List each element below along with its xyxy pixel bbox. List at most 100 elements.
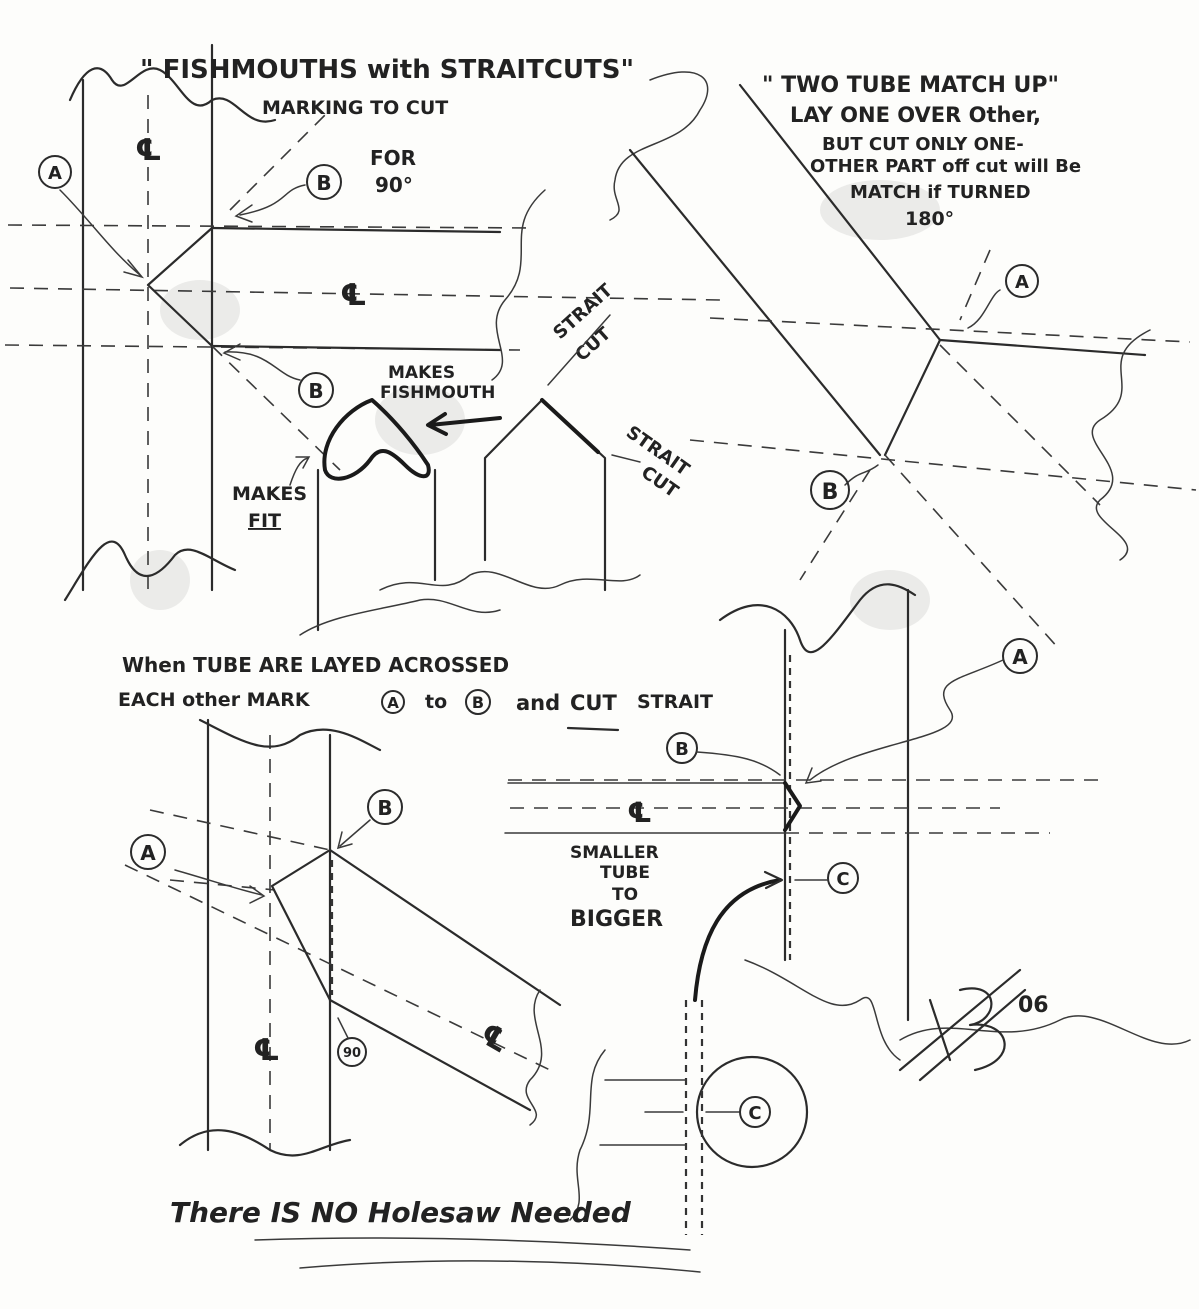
br-label-b-circle — [666, 732, 698, 764]
makes-fit-line2: FIT — [248, 510, 281, 532]
horizontal-tube-top-wall — [7, 224, 536, 229]
across-label-a-circle — [381, 690, 405, 714]
label-b: B — [316, 171, 331, 195]
label-b-right-circle — [810, 470, 850, 510]
label-b-right: B — [822, 480, 839, 505]
detail-label-c-circle — [739, 1096, 771, 1128]
br-centerline: ℄ — [627, 796, 652, 829]
bl-label-90: 90 — [343, 1046, 361, 1061]
bl-diag-break — [525, 989, 543, 1126]
across-line2-a: EACH other MARK — [118, 689, 311, 711]
bl-label-a-circle — [130, 834, 166, 870]
label-b2-circle — [298, 372, 334, 408]
diag-dash-continuation-1 — [939, 344, 1101, 506]
across-line2-b: to — [425, 691, 447, 713]
smudge-2 — [375, 385, 465, 455]
br-wave-right — [899, 1015, 1191, 1045]
makes-fishmouth-arrow-head — [426, 412, 448, 436]
strait-cut-edge — [540, 398, 600, 454]
for-90-line1: FOR — [370, 146, 416, 170]
cut-underline — [566, 726, 620, 732]
arrow-a-right — [967, 289, 1001, 329]
makes-fishmouth-line1: MAKES — [388, 363, 455, 383]
label-a-right-circle — [1005, 264, 1039, 298]
makes-fit-arrow-head — [295, 456, 311, 469]
horizontal-tube-bottom-wall — [4, 344, 521, 351]
two-tube-break — [1091, 329, 1151, 561]
br-curve-arrow-head — [763, 870, 784, 890]
bl-arrow-a — [174, 869, 263, 896]
for-90-line2: 90° — [375, 173, 413, 197]
across-line2-c: and — [516, 691, 560, 715]
br-label-a-circle — [1002, 638, 1038, 674]
bl-diag-tube-top-dash — [149, 809, 331, 851]
diag-dash-upper — [959, 249, 991, 321]
two-tube-title: " TWO TUBE MATCH UP" — [762, 73, 1059, 98]
signature: 06 — [898, 968, 1049, 1082]
lay-line5: 180° — [905, 208, 954, 230]
footer-note: There IS NO Holesaw Needed — [170, 1196, 632, 1229]
arrow-b-upper — [239, 184, 306, 216]
middle-wave — [299, 598, 501, 636]
arrow-b-lower-head — [222, 343, 241, 361]
label-a: A — [48, 163, 62, 184]
detail-break — [569, 1049, 606, 1221]
fishmouth-subtitle: MARKING TO CUT — [262, 97, 448, 119]
across-label-a: A — [387, 694, 399, 712]
diag-dash-lower — [799, 469, 871, 581]
makes-fit-arrow — [289, 457, 309, 486]
strait-cut-1-arrow — [547, 314, 611, 386]
smaller-line1: SMALLER — [570, 843, 659, 863]
horizontal-tube-bottom-wall-solid — [210, 344, 502, 352]
tube-break-top — [68, 67, 277, 123]
bl-centerline-vertical: ℄ — [253, 1033, 280, 1068]
bl-arrow-90 — [337, 1017, 349, 1039]
strait-cut-tube-break — [379, 570, 641, 591]
bl-bottom-break — [178, 1129, 352, 1157]
signature-mark — [898, 968, 1027, 1082]
centerline-symbol-horizontal: ℄ — [340, 278, 367, 313]
smudge-4 — [850, 570, 930, 630]
makes-fishmouth-line2: FISHMOUTH — [380, 383, 495, 403]
br-arrow-a — [809, 659, 1004, 781]
br-label-b: B — [675, 739, 689, 760]
footer-underline-2 — [299, 1260, 701, 1273]
separator-wave-1 — [491, 189, 546, 381]
bl-arrow-a-head — [249, 885, 266, 904]
crossed-tubes-diagram: A B 90 ℄ ℄ — [124, 718, 562, 1157]
bl-label-a: A — [140, 841, 156, 865]
label-b-circle — [306, 164, 342, 200]
br-cut-mark — [783, 781, 802, 832]
br-top-break — [718, 583, 917, 654]
bl-label-b: B — [377, 796, 392, 820]
tube-break-bottom — [63, 540, 237, 602]
detail-circle — [695, 1055, 809, 1169]
br-label-c: C — [836, 869, 849, 890]
bl-diag-tube-top — [328, 848, 562, 1007]
fishmouth-title: " FISHMOUTHS with STRAITCUTS" — [140, 55, 634, 85]
lay-line3: OTHER PART off cut will Be — [810, 156, 1081, 177]
bl-arrow-b-head — [336, 831, 353, 850]
fishmouth-v-mark — [146, 226, 214, 348]
br-zigzag — [744, 959, 901, 1061]
footer-underline-1 — [254, 1237, 691, 1251]
bl-top-break — [198, 718, 382, 752]
smaller-line4: BIGGER — [570, 907, 663, 932]
bl-diag-centerline — [124, 864, 551, 1071]
arrow-b-lower — [224, 351, 301, 381]
bl-label-90-circle — [337, 1037, 367, 1067]
smaller-to-bigger-diagram: ℄ A B C SMALLER TUBE TO BIGGER C — [504, 583, 1191, 1235]
diag-tube-top-wall — [738, 83, 942, 342]
cut-line-upper — [229, 109, 331, 211]
horiz-tube-top-line — [709, 317, 1191, 343]
smudge-1 — [160, 280, 240, 340]
across-label-b: B — [472, 693, 484, 712]
two-tube-diagram: A B — [628, 83, 1197, 651]
br-label-c-circle — [827, 862, 859, 894]
br-arrow-a-head — [804, 767, 822, 784]
strait-cut-2-arrow — [611, 454, 641, 463]
bl-diag-tube-bottom-dash — [169, 879, 276, 891]
lay-line4: MATCH if TURNED — [850, 182, 1031, 203]
